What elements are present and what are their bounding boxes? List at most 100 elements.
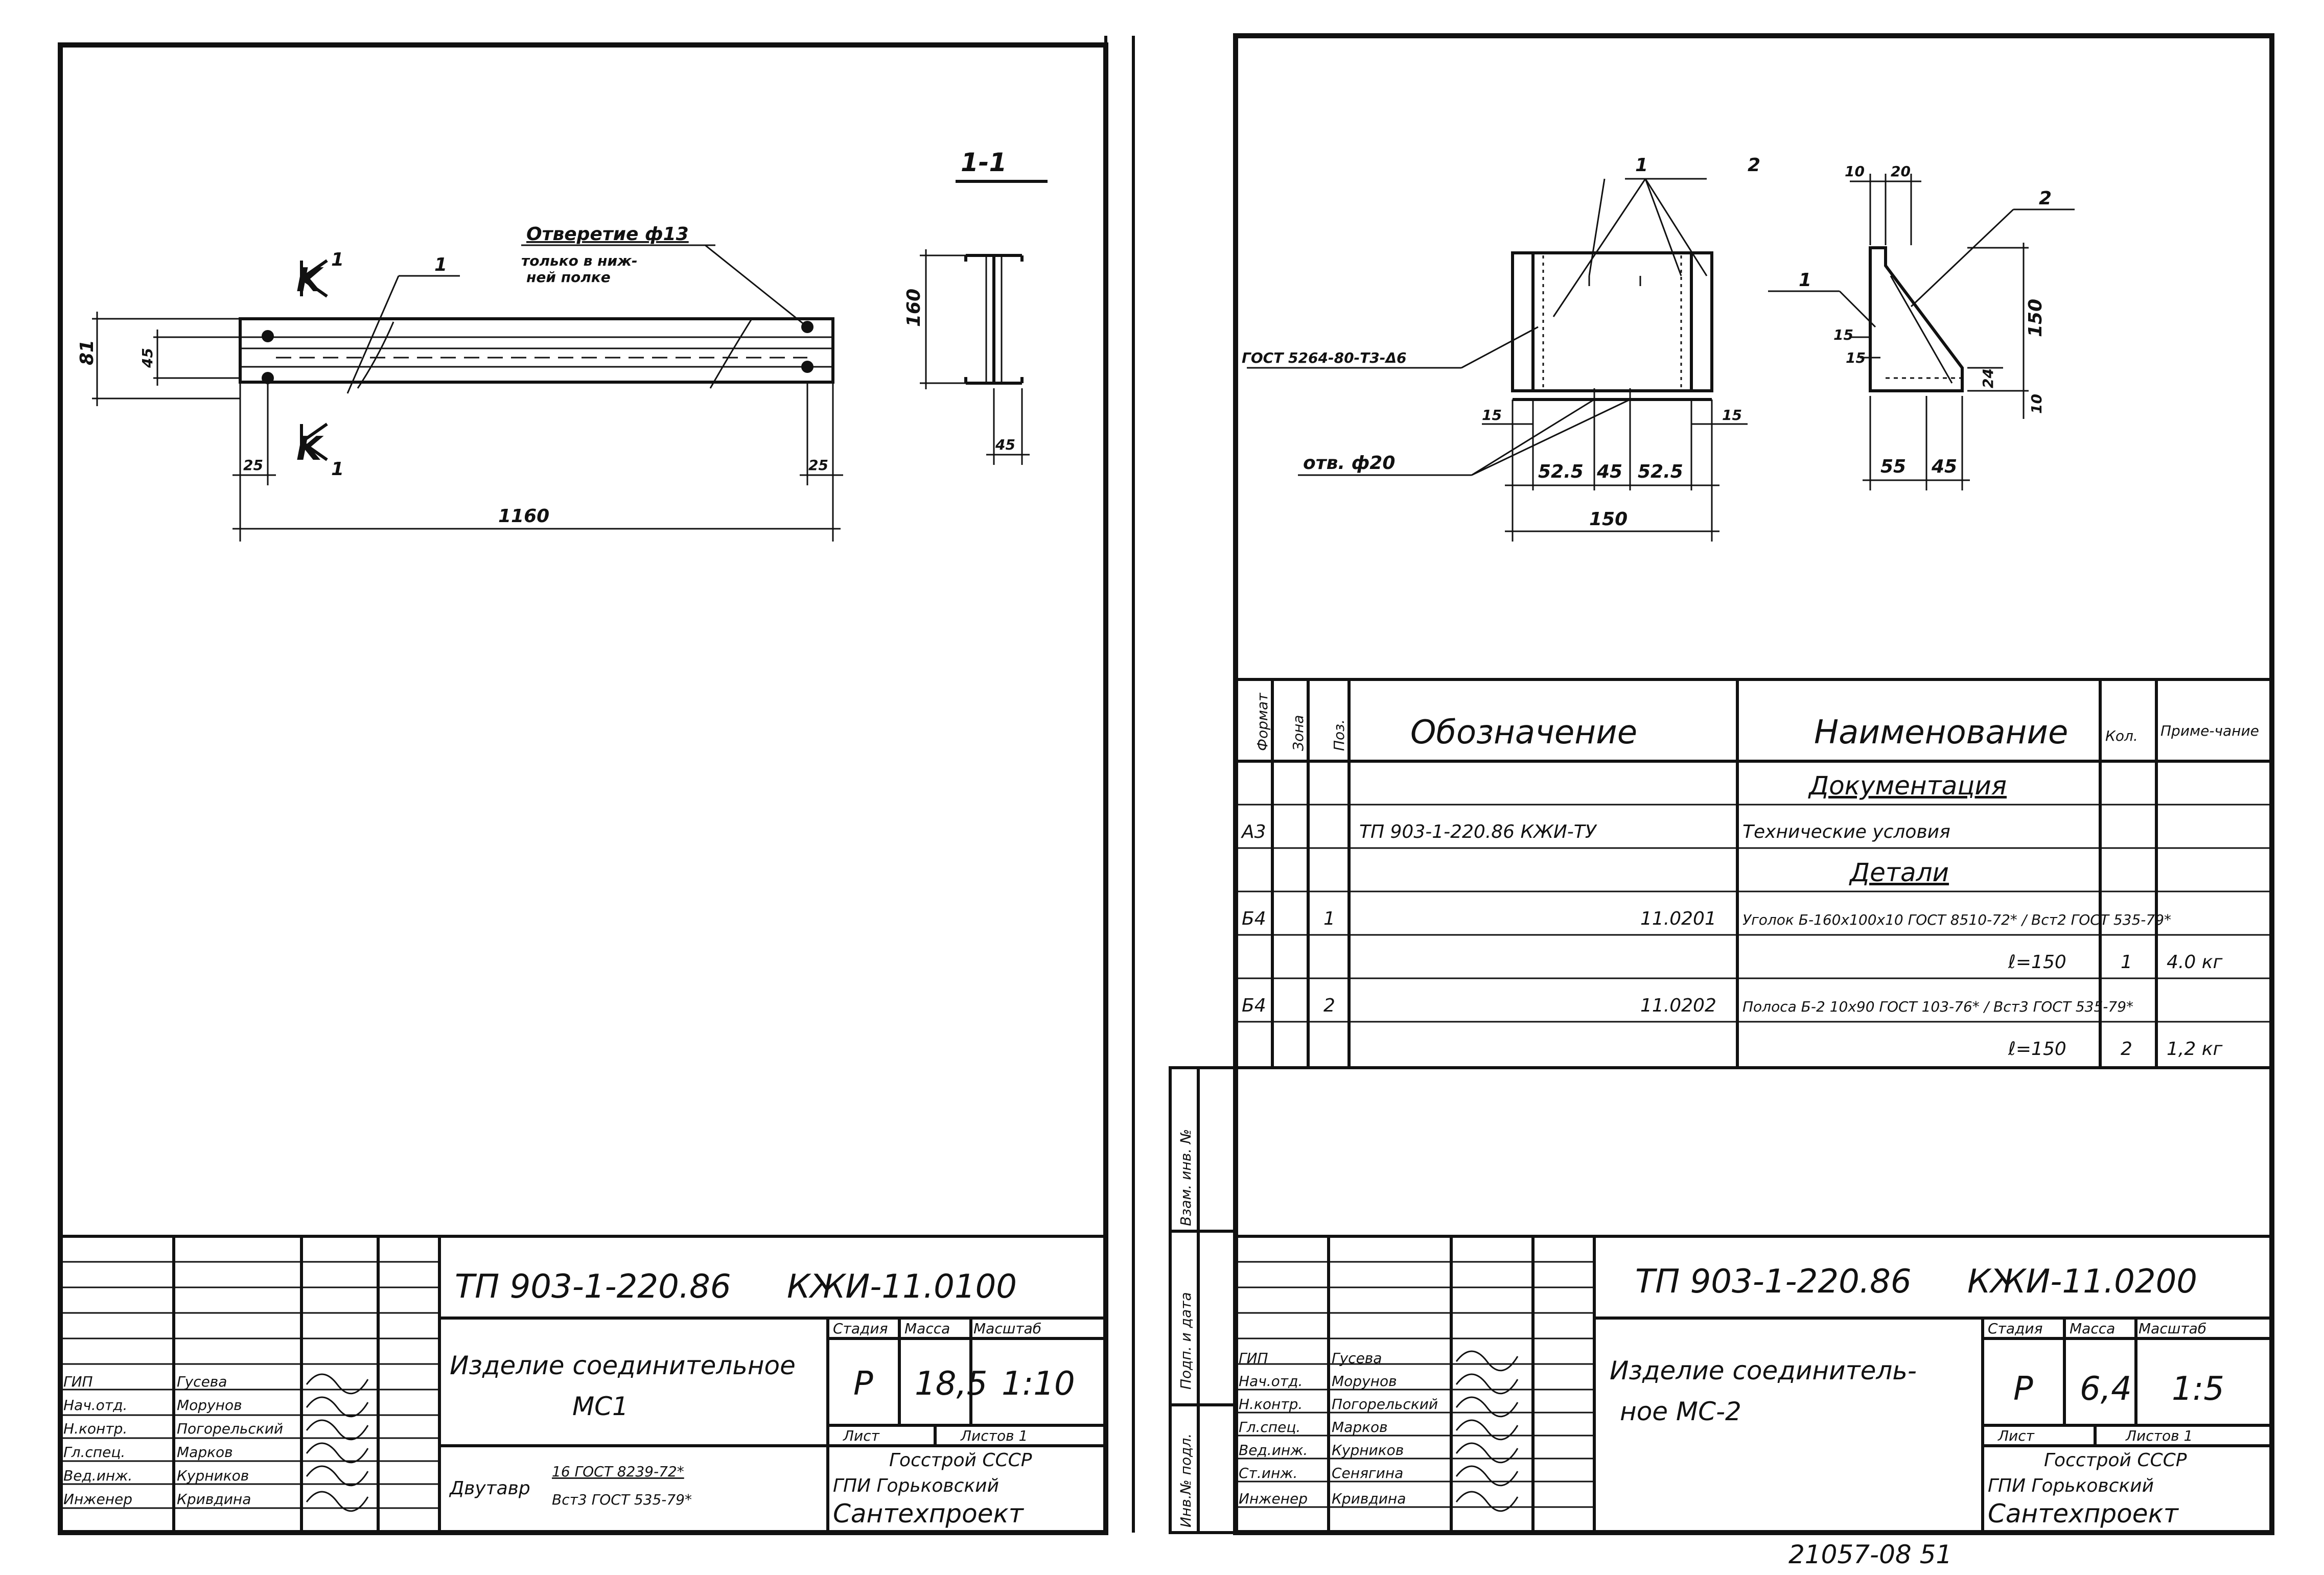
right-name-2: Погорельский xyxy=(1332,1396,1438,1413)
dim-15-left: 15 xyxy=(1482,407,1502,424)
right-name-5: Сенягина xyxy=(1332,1465,1403,1482)
spec-table-grid xyxy=(1236,678,2272,1069)
right-stage: Р xyxy=(2013,1370,2033,1408)
dim-150-side: 150 xyxy=(2025,299,2046,337)
right-item-name-line2: ное МС-2 xyxy=(1620,1397,1741,1426)
spec-row-3-name: Уголок Б-160х100х10 ГОСТ 8510-72* / Вст2… xyxy=(1742,911,2171,928)
left-org-line1: Госстрой СССР xyxy=(889,1450,1032,1471)
left-col-mass: Масса xyxy=(904,1320,950,1337)
dim-55: 55 xyxy=(1880,456,1906,477)
section-k-top: K xyxy=(296,262,324,299)
dim-length-1160: 1160 xyxy=(498,506,549,527)
right-title-block-grid xyxy=(1236,1235,2272,1533)
right-col-scale: Масштаб xyxy=(2139,1320,2206,1337)
dim-52-5-left: 52.5 xyxy=(1538,461,1584,482)
beam-callout-pos-1: 1 xyxy=(434,254,447,275)
angle-callout-2: 2 xyxy=(2039,188,2052,209)
left-signatures xyxy=(306,1373,369,1512)
spec-row-6-name: ℓ=150 xyxy=(2008,1039,2066,1060)
right-name-0: Гусева xyxy=(1332,1350,1382,1367)
left-sheet-label: Лист xyxy=(843,1427,880,1444)
right-sheet-label: Лист xyxy=(1997,1427,2035,1444)
right-col-mass: Масса xyxy=(2070,1320,2115,1337)
right-doc-code: ТП 903-1-220.86 xyxy=(1635,1263,1912,1301)
spec-row-4-note: 4.0 кг xyxy=(2167,952,2223,973)
right-role-0: ГИП xyxy=(1239,1350,1268,1367)
dim-beam-height-160: 160 xyxy=(903,289,924,327)
side-stamp-podp-data: Подп. и дата xyxy=(1177,1292,1194,1390)
spec-row-1-name: Технические условия xyxy=(1742,821,1950,842)
dim-10-side: 10 xyxy=(2028,394,2045,414)
right-col-stage: Стадия xyxy=(1988,1320,2042,1337)
spec-header-name: Наименование xyxy=(1814,714,2068,751)
spec-row-6-note: 1,2 кг xyxy=(2167,1039,2223,1060)
dim-15-b: 15 xyxy=(1846,349,1866,366)
dim-right-25: 25 xyxy=(808,457,828,474)
spec-row-6-qty: 2 xyxy=(2121,1039,2132,1060)
right-role-2: Н.контр. xyxy=(1239,1396,1303,1413)
left-role-1: Нач.отд. xyxy=(63,1397,127,1414)
spec-row-1-format: А3 xyxy=(1241,821,1266,842)
spec-row-4-name: ℓ=150 xyxy=(2008,952,2066,973)
section-1-1 xyxy=(920,180,1048,465)
hole-note-line1: Отверетие ф13 xyxy=(526,224,689,245)
right-item-name-line1: Изделие соединитель- xyxy=(1610,1356,1917,1385)
dim-52-5-right: 52.5 xyxy=(1638,461,1683,482)
spec-row-2-name: Детали xyxy=(1849,858,1949,887)
right-signatures xyxy=(1455,1350,1519,1512)
dim-150-plate: 150 xyxy=(1589,509,1628,530)
left-col-scale: Масштаб xyxy=(973,1320,1041,1337)
left-sheets-label: Листов 1 xyxy=(960,1427,1028,1444)
left-item-name-line2: МС1 xyxy=(572,1392,629,1421)
section-k-top-num: 1 xyxy=(331,249,344,270)
left-stage: Р xyxy=(853,1365,873,1403)
spec-header-note: Приме-чание xyxy=(2160,722,2259,739)
right-mass: 6,4 xyxy=(2080,1370,2132,1408)
left-doc-code: ТП 903-1-220.86 xyxy=(455,1268,731,1306)
spec-row-4-qty: 1 xyxy=(2121,952,2132,973)
weld-note: ГОСТ 5264-80-Т3-Δ6 xyxy=(1242,349,1407,366)
right-role-6: Инженер xyxy=(1239,1490,1308,1507)
beam-elevation xyxy=(92,244,843,542)
left-item-name-line1: Изделие соединительное xyxy=(450,1351,796,1380)
left-role-0: ГИП xyxy=(63,1373,93,1390)
right-roles: ГИП Нач.отд. Н.контр. Гл.спец. Вед.инж. … xyxy=(1239,1350,1438,1507)
spec-header-pos: Поз. xyxy=(1331,719,1347,751)
left-name-2: Погорельский xyxy=(177,1420,283,1437)
spec-row-5-format: Б4 xyxy=(1242,995,1266,1016)
left-sheet-frame xyxy=(58,36,1135,1535)
left-name-5: Кривдина xyxy=(177,1491,251,1508)
section-k-bottom-num: 1 xyxy=(331,459,344,480)
right-sheet-code: КЖИ-11.0200 xyxy=(1967,1263,2197,1301)
left-name-0: Гусева xyxy=(177,1373,227,1390)
right-sheets-label: Листов 1 xyxy=(2125,1427,2193,1444)
dim-20-top: 20 xyxy=(1891,163,1911,180)
dim-24: 24 xyxy=(1980,368,1996,388)
left-material-top: 16 ГОСТ 8239-72* xyxy=(552,1463,684,1480)
left-name-1: Морунов xyxy=(177,1397,242,1414)
hole-note-line3: ней полке xyxy=(526,269,611,286)
section-1-1-label: 1-1 xyxy=(961,148,1007,177)
right-name-6: Кривдина xyxy=(1332,1490,1406,1507)
spec-header-zone: Зона xyxy=(1290,715,1307,751)
right-scale: 1:5 xyxy=(2172,1370,2224,1408)
spec-row-3-pos: 1 xyxy=(1323,908,1335,929)
right-name-4: Курников xyxy=(1332,1442,1404,1459)
left-mass: 18,5 xyxy=(915,1365,988,1403)
dim-45-side: 45 xyxy=(1931,456,1957,477)
dim-45-plate: 45 xyxy=(1596,461,1622,482)
left-material-prefix: Двутавр xyxy=(449,1478,530,1499)
spec-row-5-designation: 11.0202 xyxy=(1640,995,1716,1016)
left-role-4: Вед.инж. xyxy=(63,1467,132,1484)
plate-callout-1: 1 xyxy=(1635,155,1648,176)
side-stamp-grid xyxy=(1169,1066,1237,1534)
left-name-4: Курников xyxy=(177,1467,249,1484)
spec-row-5-pos: 2 xyxy=(1323,995,1335,1016)
spec-header-designation: Обозначение xyxy=(1410,714,1637,751)
footer-code: 21057-08 51 xyxy=(1788,1540,1952,1569)
left-sheet-code: КЖИ-11.0100 xyxy=(787,1268,1017,1306)
angle-side-view xyxy=(1768,174,2075,490)
dim-10-top: 10 xyxy=(1845,163,1865,180)
left-col-stage: Стадия xyxy=(833,1320,888,1337)
